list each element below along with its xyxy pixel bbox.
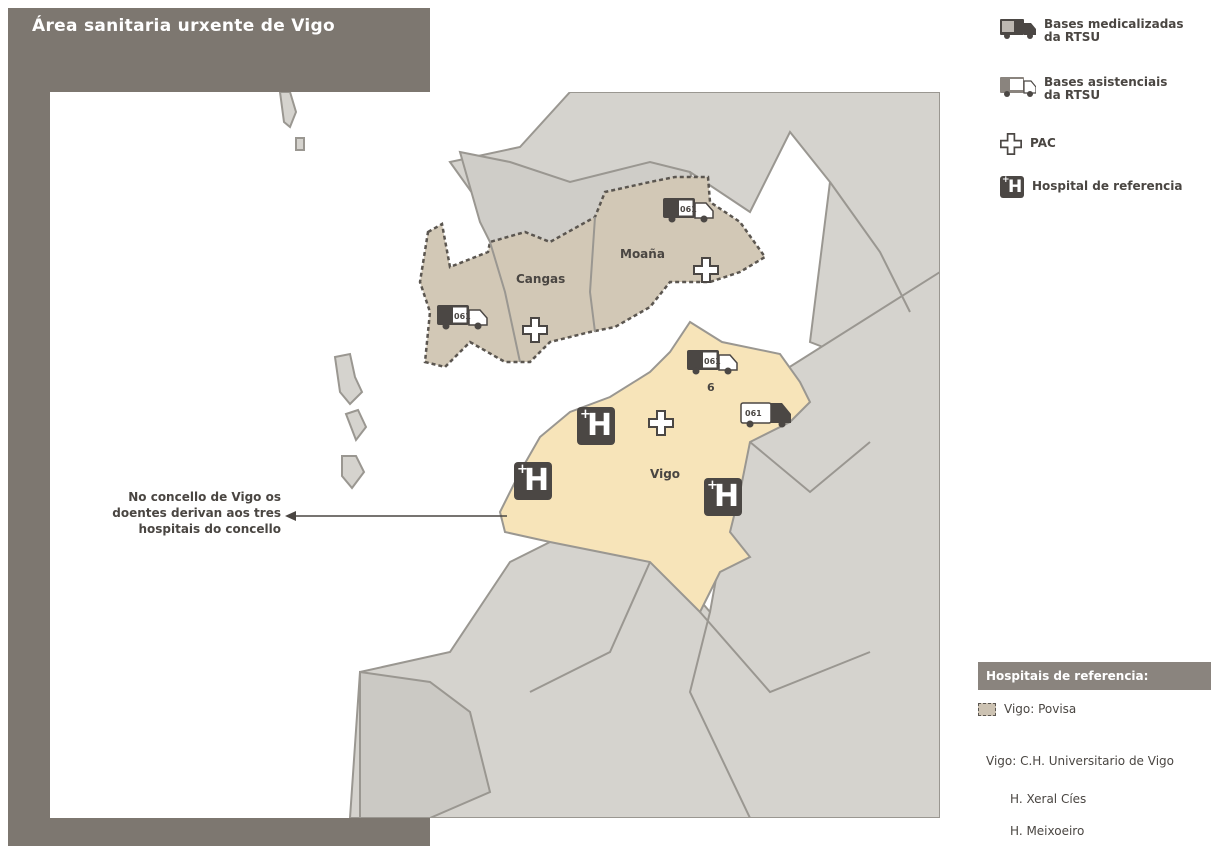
ambulance-light-icon (1000, 77, 1036, 97)
map-canvas (278, 92, 940, 818)
ambulance-icon[interactable]: 061 (686, 347, 738, 375)
ons-island (278, 92, 298, 129)
svg-text:061: 061 (704, 357, 721, 366)
legend-label: PAC (1030, 136, 1056, 150)
reference-povisa: Vigo: Povisa (1004, 702, 1077, 716)
cies-island-mid (344, 408, 368, 443)
label-vigo: Vigo (650, 467, 681, 481)
pac-cross-icon[interactable] (648, 410, 674, 436)
reference-xeral-cies: H. Xeral Cíes (1010, 792, 1087, 806)
legend-item-asistenciais: Bases asistenciais da RTSU (1000, 76, 1167, 102)
page-title: Área sanitaria urxente de Vigo (32, 16, 335, 36)
boundary-line-4 (829, 181, 911, 313)
reference-meixoeiro: H. Meixoeiro (1010, 824, 1085, 838)
label-cangas: Cangas (516, 272, 566, 286)
legend-item-hospital: + H Hospital de referencia (1000, 176, 1183, 198)
ambulance-icon[interactable]: 061 (436, 302, 488, 330)
ambulance-dark-icon (1000, 19, 1036, 39)
concello-boundary-2 (588, 216, 596, 333)
cies-island-south (341, 455, 366, 490)
boundary-line (749, 441, 871, 494)
legend-label: Bases medicalizadas da RTSU (1044, 17, 1184, 44)
cies-island-north (333, 352, 364, 406)
callout-arrow (285, 511, 507, 521)
svg-text:061: 061 (745, 409, 762, 418)
map[interactable]: Cangas Moaña Vigo 6 061 061 061 061 (50, 92, 940, 818)
pac-cross-icon[interactable] (522, 317, 548, 343)
area-morrazo (418, 175, 767, 369)
pac-cross-icon[interactable] (693, 257, 719, 283)
land-southwest (359, 670, 492, 818)
ambulance-icon[interactable]: 061 (740, 400, 792, 428)
ambulance-icon[interactable]: 061 (662, 195, 714, 223)
ons-islet (295, 137, 305, 151)
reference-chuvi: Vigo: C.H. Universitario de Vigo (986, 754, 1174, 768)
hospital-icon: + H (1000, 175, 1024, 198)
svg-text:061: 061 (680, 205, 697, 214)
legend-label: Hospital de referencia (1032, 179, 1183, 193)
hospital-icon[interactable]: +H (704, 478, 742, 516)
legend-item-pac: PAC (1000, 133, 1056, 155)
legend-label: Bases asistenciais da RTSU (1044, 75, 1168, 102)
concello-boundary (489, 241, 521, 363)
svg-text:061: 061 (454, 312, 471, 321)
pac-cross-icon (1000, 133, 1022, 155)
povisa-swatch (978, 703, 996, 716)
boundary-line-3 (699, 611, 871, 694)
label-base-count: 6 (707, 381, 715, 394)
references-header: Hospitais de referencia: (978, 662, 1211, 690)
label-moana: Moaña (620, 247, 665, 261)
hospital-icon[interactable]: +H (577, 407, 615, 445)
callout-text: No concello de Vigo os doentes derivan a… (112, 490, 281, 536)
legend-item-medicalizadas: Bases medicalizadas da RTSU (1000, 18, 1184, 44)
boundary-line-2 (529, 561, 651, 693)
hospital-icon[interactable]: +H (514, 462, 552, 500)
